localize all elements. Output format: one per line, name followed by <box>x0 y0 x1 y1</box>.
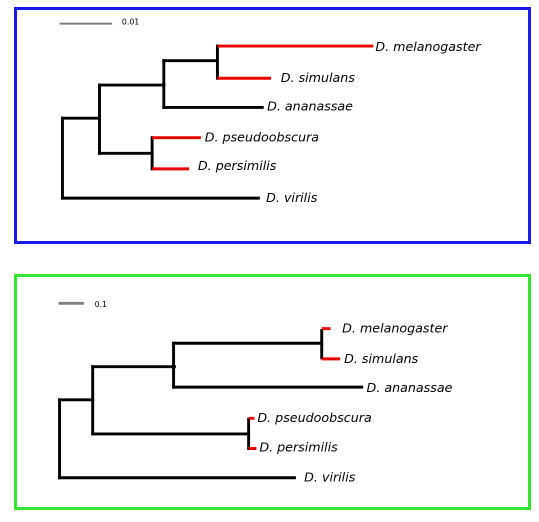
bottom-tip-d-virilis: D. virilis <box>304 470 356 485</box>
bottom-tree-diagram: 0.1 D. melanogaster D. simulans D. anana <box>58 300 453 485</box>
bottom-tip-d-ananassae: D. ananassae <box>367 380 453 395</box>
bottom-tip-d-simulans: D. simulans <box>344 351 419 366</box>
bottom-node-dot <box>171 364 177 370</box>
bottom-tip-d-pseudoobscura: D. pseudoobscura <box>257 410 371 425</box>
top-tip-d-simulans: D. simulans <box>281 70 356 85</box>
top-tree-branches <box>60 44 264 200</box>
top-tip-d-virilis: D. virilis <box>266 190 318 205</box>
top-tip-d-ananassae: D. ananassae <box>267 98 353 113</box>
top-tip-d-melanogaster: D. melanogaster <box>375 39 481 54</box>
top-scale-label: 0.01 <box>122 18 139 27</box>
bottom-tree-panel: 0.1 D. melanogaster D. simulans D. anana <box>14 274 531 510</box>
bottom-tip-d-persimilis: D. persimilis <box>259 439 338 454</box>
bottom-highlight-branches <box>248 327 341 450</box>
top-tree-panel: 0.01 D. melanogaster D. simulans D. anan… <box>14 7 531 244</box>
bottom-scale-label: 0.1 <box>95 300 107 309</box>
top-tip-d-pseudoobscura: D. pseudoobscura <box>205 130 319 145</box>
top-tree-diagram: 0.01 D. melanogaster D. simulans D. anan… <box>59 18 481 205</box>
bottom-tree-branches <box>58 329 364 480</box>
top-tip-d-persimilis: D. persimilis <box>198 158 277 173</box>
top-highlight-branches <box>152 44 374 171</box>
bottom-tip-d-melanogaster: D. melanogaster <box>342 321 448 336</box>
